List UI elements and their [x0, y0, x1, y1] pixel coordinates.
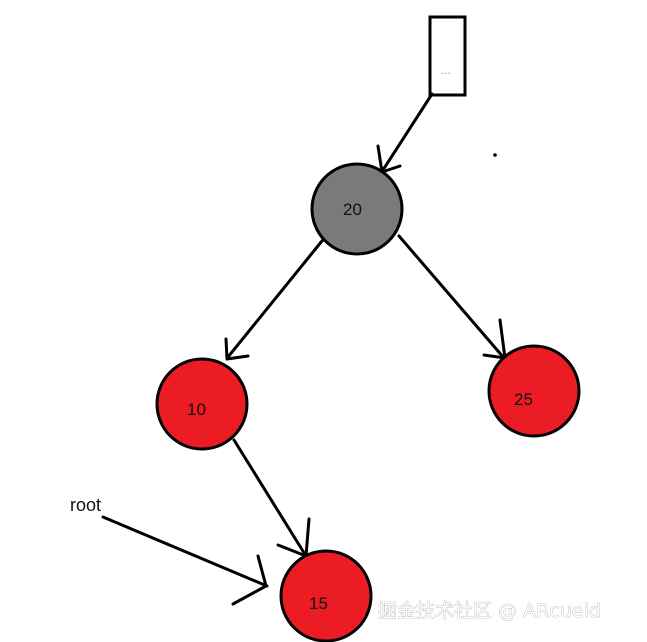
node-10-circle — [155, 357, 249, 451]
edge-20-to-25 — [397, 234, 507, 360]
watermark-text: 掘金技术社区 @ ARcueid — [378, 600, 601, 622]
parent-box-rect — [428, 15, 467, 97]
stray-dot — [493, 153, 497, 157]
node-15-circle — [279, 549, 373, 642]
node-20-label: 20 — [343, 200, 362, 219]
node-25-label: 25 — [514, 390, 533, 409]
node-10-label: 10 — [187, 400, 206, 419]
root-label: root — [70, 495, 101, 515]
parent-box-label: ... — [441, 63, 451, 77]
tree-node-25: 25 — [487, 344, 581, 438]
node-25-circle — [487, 344, 581, 438]
edge-20-to-10 — [224, 234, 328, 361]
tree-node-15: 15 — [279, 549, 373, 642]
edge-10-to-15 — [232, 438, 311, 558]
node-20-circle — [310, 162, 404, 256]
tree-node-20: 20 — [310, 162, 404, 256]
edge-root-to-15 — [101, 515, 269, 606]
node-15-label: 15 — [309, 594, 328, 613]
edge-parent-to-20 — [376, 92, 434, 174]
parent-box: ... — [428, 15, 467, 97]
tree-node-10: 10 — [155, 357, 249, 451]
